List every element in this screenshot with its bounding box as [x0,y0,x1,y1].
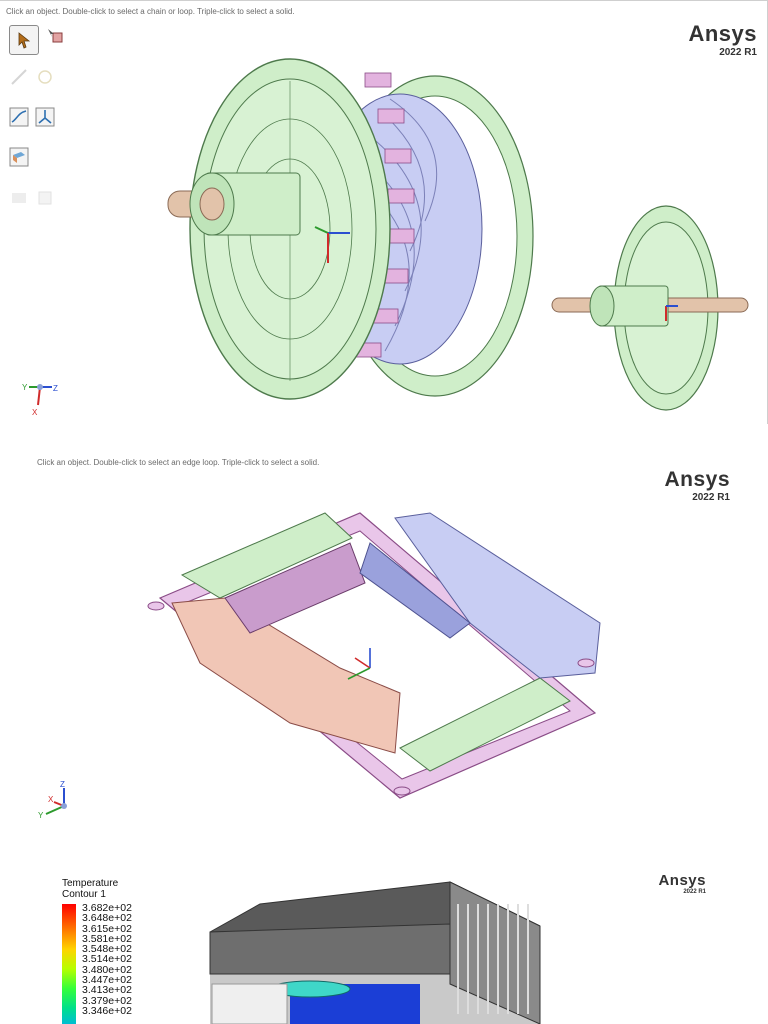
brand-name: Ansys [664,468,730,491]
axis-split-icon [35,107,55,127]
temperature-legend: Temperature Contour 1 3.682e+02 3.648e+0… [62,878,132,1024]
triad-y-label: Y [22,383,28,392]
viewport-panel-thermal[interactable]: Ansys 2022 R1 Temperature Contour 1 3.68… [0,862,768,1024]
triad-x-label: X [48,795,54,804]
fill-solid-button[interactable] [9,147,29,167]
ansys-logo: Ansys 2022 R1 [664,468,730,503]
legend-value: 3.581e+02 [82,932,132,945]
shell-tool-icon [38,191,52,205]
stand-north[interactable] [180,512,353,599]
ansys-logo: Ansys 2022 R1 [658,872,706,895]
ansys-logo: Ansys 2022 R1 [688,21,757,58]
axis-split-button[interactable] [35,107,55,127]
viewport-panel-stadium[interactable]: Click an object. Double-click to select … [0,448,768,846]
triad-z-label: Z [53,384,58,393]
stadium-model[interactable] [140,503,615,808]
legend-value: 3.548e+02 [82,943,132,956]
legend-value: 3.413e+02 [82,984,132,997]
measure-tool-icon [38,70,52,84]
legend-value: 3.480e+02 [82,963,132,976]
triad-y-label: Y [38,811,44,820]
legend-values: 3.682e+02 3.648e+02 3.615e+02 3.581e+02 … [82,902,132,1017]
brand-name: Ansys [688,21,757,46]
legend-title: Temperature [62,878,119,889]
legend-value: 3.682e+02 [82,902,132,914]
legend-subtitle: Contour 1 [62,889,106,900]
select-pointer-icon [18,32,31,49]
select-filter-button[interactable] [45,26,65,46]
curve-tool-button[interactable] [9,67,29,87]
shell-tool-button[interactable] [35,188,55,208]
triad-z-label: Z [60,780,65,789]
shaft[interactable] [167,172,301,236]
stand-south[interactable] [399,677,571,772]
legend-value: 3.379e+02 [82,994,132,1007]
measure-tool-button[interactable] [35,67,55,87]
brand-version: 2022 R1 [692,492,730,503]
seating-north[interactable] [224,542,366,634]
brand-version: 2022 R1 [683,889,706,895]
legend-value: 3.346e+02 [82,1004,132,1017]
triad-x-label: X [32,408,38,417]
seating-east[interactable] [359,542,471,639]
triad-icon: Z Y X [22,383,58,417]
sketch-curve-icon [9,107,29,127]
triad-icon: Z X Y [38,780,67,820]
motor-side-view[interactable] [548,196,753,414]
legend-value: 3.648e+02 [82,912,132,925]
fill-solid-icon [9,147,29,167]
legend-value: 3.514e+02 [82,953,132,966]
select-pointer-button[interactable] [9,25,39,55]
viewport-panel-motor[interactable]: Click an object. Double-click to select … [0,0,768,424]
status-hint: Click an object. Double-click to select … [37,458,320,467]
brand-name: Ansys [658,872,706,889]
curve-tool-icon [11,69,27,85]
motor-model[interactable] [150,51,550,401]
blend-tool-button[interactable] [9,188,29,208]
enclosure-model[interactable] [200,874,560,1024]
blend-tool-icon [12,193,26,203]
status-hint: Click an object. Double-click to select … [6,7,295,16]
legend-value: 3.447e+02 [82,974,132,987]
sketch-curve-button[interactable] [9,107,29,127]
legend-colorbar [62,904,76,1024]
heat-sink-fins[interactable] [457,904,529,1014]
select-filter-icon [48,29,63,43]
brand-version: 2022 R1 [719,47,757,58]
legend-value: 3.615e+02 [82,922,132,935]
